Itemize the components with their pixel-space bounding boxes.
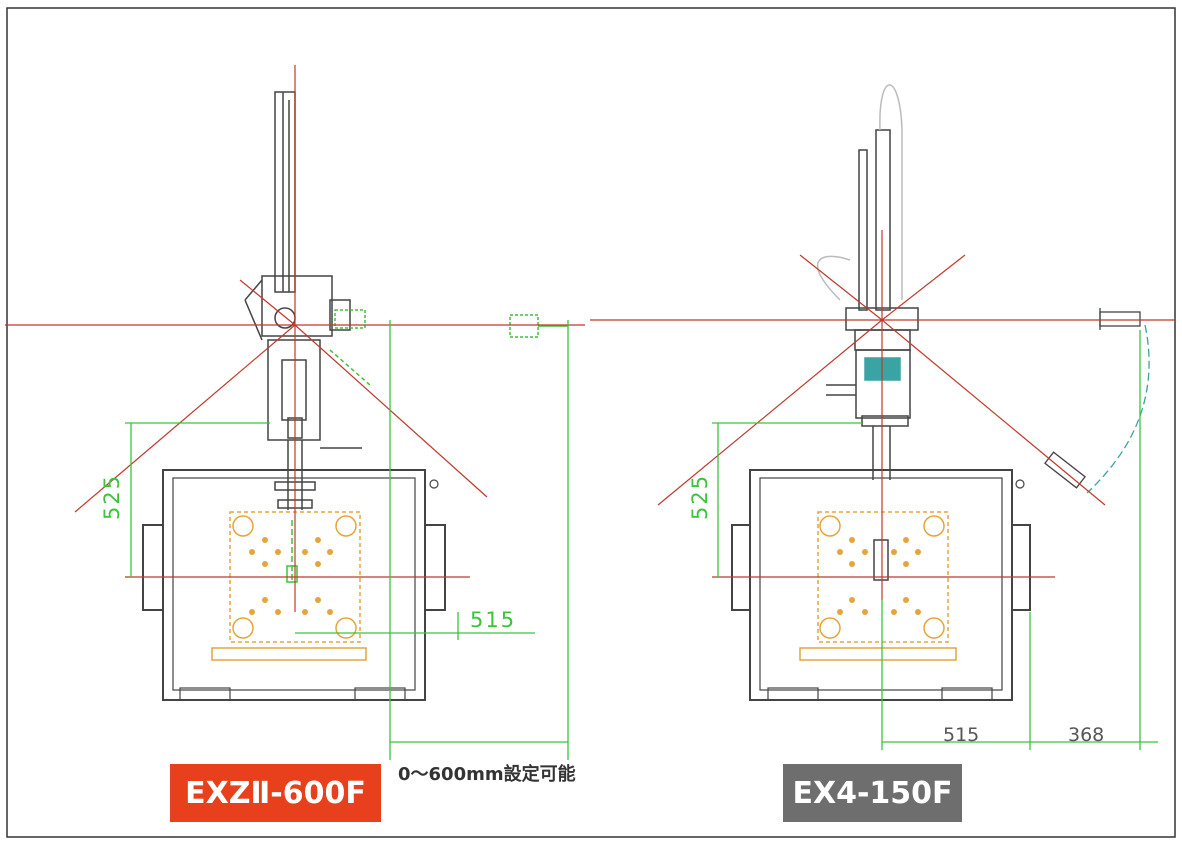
- range-note: 0～600mm設定可能: [398, 764, 576, 785]
- left-model-badge: EXZⅡ-600F: [170, 764, 381, 822]
- left-ghost-positions: [286, 309, 568, 583]
- right-machine: [817, 84, 919, 480]
- right-model-badge: EX4-150F: [783, 764, 962, 822]
- left-container: [142, 469, 446, 701]
- left-head: [261, 275, 333, 337]
- right-workpiece: [799, 511, 957, 661]
- left-dim-horizontal-label: 515: [470, 608, 517, 632]
- left-workpiece: [211, 511, 367, 661]
- outer-border: [6, 7, 1176, 838]
- right-centerlines: [590, 230, 1175, 600]
- left-centerlines: [5, 65, 585, 612]
- left-dim-vertical-label: 525: [100, 473, 124, 520]
- right-body: [855, 349, 911, 419]
- right-container: [731, 469, 1031, 701]
- right-dim-horizontal-b-label: 368: [1068, 724, 1105, 746]
- left-machine: [244, 91, 362, 510]
- left-body: [267, 339, 321, 441]
- right-ghost-positions: [1044, 308, 1150, 494]
- right-dim-horizontal-a-label: 515: [943, 724, 980, 746]
- right-mast: [875, 129, 891, 311]
- left-dimensions: [125, 320, 569, 760]
- left-mast: [274, 91, 296, 293]
- right-dimensions: [712, 330, 1158, 750]
- right-dim-vertical-label: 525: [688, 473, 712, 520]
